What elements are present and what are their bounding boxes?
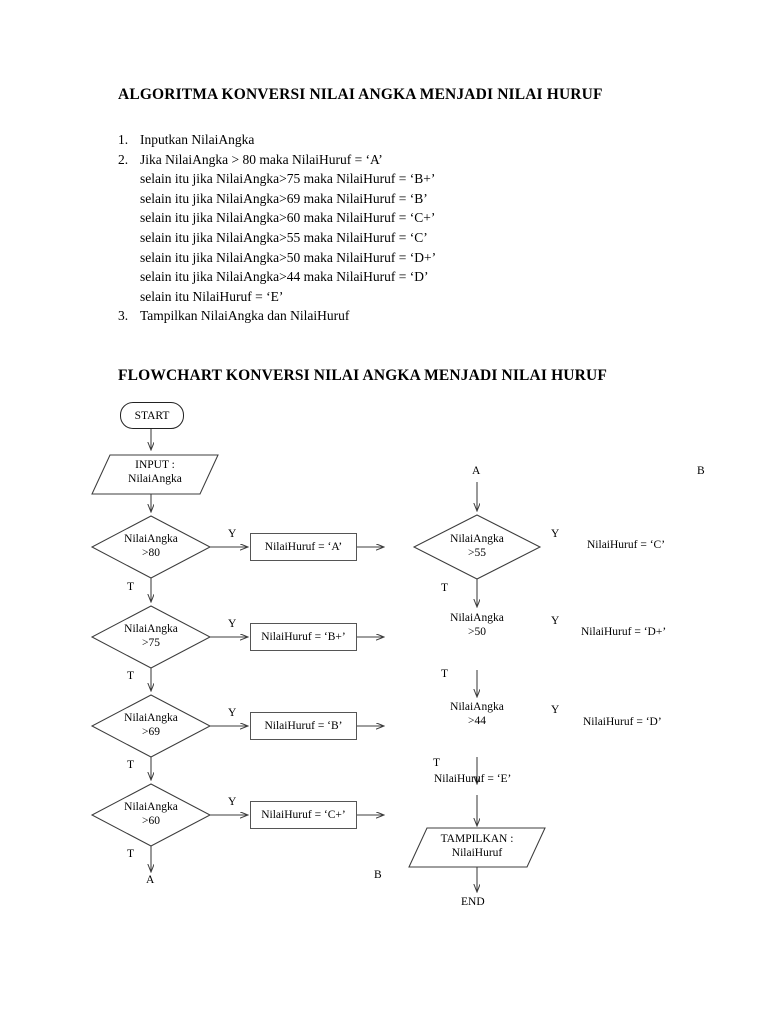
- list-item: selain itu jika NilaiAngka>75 maka Nilai…: [118, 169, 618, 189]
- no-label-gt50: T: [441, 668, 449, 680]
- list-item-number: 1.: [118, 132, 129, 147]
- list-item-number: 3.: [118, 308, 129, 324]
- list-item-text: selain itu jika NilaiAngka>50 maka Nilai…: [140, 249, 437, 265]
- page-title: ALGORITMA KONVERSI NILAI ANGKA MENJADI N…: [118, 86, 603, 103]
- no-label-gt69: T: [127, 759, 135, 771]
- decision-gt80: NilaiAngka >80: [101, 533, 201, 560]
- decision-condition: >80: [142, 546, 160, 559]
- result-nilaihuruf-d: NilaiHuruf = ‘D’: [583, 716, 662, 728]
- result-nilaihuruf-e: NilaiHuruf = ‘E’: [434, 773, 512, 785]
- decision-condition: >75: [142, 636, 160, 649]
- yes-label-gt55: Y: [551, 528, 560, 540]
- process-nilaihuruf-bplus: NilaiHuruf = ‘B+’: [250, 623, 357, 651]
- algorithm-list: 1. Inputkan NilaiAngka 2. Jika NilaiAngka …: [118, 130, 618, 326]
- process-nilaihuruf-a: NilaiHuruf = ‘A’: [250, 533, 357, 561]
- list-item-text: selain itu jika NilaiAngka>55 maka Nilai…: [140, 229, 428, 245]
- input-node-line2: NilaiAngka: [128, 472, 182, 485]
- list-item-text: selain itu jika NilaiAngka>44 maka Nilai…: [140, 269, 429, 285]
- no-label-gt55: T: [441, 582, 449, 594]
- decision-condition: >44: [468, 714, 486, 727]
- decision-variable: NilaiAngka: [124, 712, 178, 724]
- list-item-text: selain itu jika NilaiAngka>69 maka Nilai…: [140, 190, 428, 206]
- process-nilaihuruf-cplus: NilaiHuruf = ‘C+’: [250, 801, 357, 829]
- list-item-text: Inputkan NilaiAngka: [140, 132, 255, 147]
- decision-variable: NilaiAngka: [124, 801, 178, 813]
- yes-label-gt69: Y: [228, 707, 237, 719]
- end-label: END: [461, 896, 485, 908]
- no-label-gt80: T: [127, 581, 135, 593]
- decision-variable: NilaiAngka: [124, 533, 178, 545]
- decision-gt44: NilaiAngka >44: [427, 701, 527, 728]
- connector-a-target: A: [146, 874, 155, 886]
- decision-gt60: NilaiAngka >60: [101, 801, 201, 828]
- process-text: NilaiHuruf = ‘C+’: [261, 809, 346, 821]
- list-item: selain itu jika NilaiAngka>55 maka Nilai…: [118, 228, 618, 248]
- result-nilaihuruf-dplus: NilaiHuruf = ‘D+’: [581, 626, 667, 638]
- output-node-line2: NilaiHuruf: [451, 846, 503, 859]
- list-item: selain itu jika NilaiAngka>44 maka Nilai…: [118, 267, 618, 287]
- no-label-gt60: T: [127, 848, 135, 860]
- process-text: NilaiHuruf = ‘A’: [264, 541, 343, 553]
- list-item: selain itu jika NilaiAngka>69 maka Nilai…: [118, 189, 618, 209]
- list-item: selain itu jika NilaiAngka>50 maka Nilai…: [118, 248, 618, 268]
- connector-b-source: B: [697, 465, 705, 477]
- decision-gt55: NilaiAngka >55: [427, 533, 527, 560]
- connector-b-target: B: [374, 869, 382, 881]
- start-terminator: START: [120, 402, 184, 429]
- yes-label-gt44: Y: [551, 704, 560, 716]
- no-label-gt75: T: [127, 670, 135, 682]
- decision-condition: >55: [468, 546, 486, 559]
- no-label-gt44: T: [433, 757, 441, 769]
- decision-gt50: NilaiAngka >50: [427, 612, 527, 639]
- yes-label-gt75: Y: [228, 618, 237, 630]
- flowchart-title: FLOWCHART KONVERSI NILAI ANGKA MENJADI N…: [118, 367, 607, 384]
- result-nilaihuruf-c: NilaiHuruf = ‘C’: [587, 539, 666, 551]
- process-text: NilaiHuruf = ‘B’: [264, 720, 343, 732]
- decision-variable: NilaiAngka: [450, 533, 504, 545]
- input-node: INPUT : NilaiAngka: [105, 459, 205, 486]
- connector-a-source: A: [472, 465, 481, 477]
- list-item-text: Tampilkan NilaiAngka dan NilaiHuruf: [140, 308, 350, 324]
- decision-variable: NilaiAngka: [124, 623, 178, 635]
- decision-condition: >60: [142, 814, 160, 827]
- list-item: 3. Tampilkan NilaiAngka dan NilaiHuruf: [118, 306, 618, 326]
- output-node-line1: TAMPILKAN :: [440, 833, 514, 845]
- list-item: selain itu NilaiHuruf = ‘E’: [118, 287, 618, 307]
- list-item-text: selain itu NilaiHuruf = ‘E’: [140, 288, 284, 304]
- process-nilaihuruf-b: NilaiHuruf = ‘B’: [250, 712, 357, 740]
- yes-label-gt50: Y: [551, 615, 560, 627]
- output-node: TAMPILKAN : NilaiHuruf: [427, 833, 527, 860]
- yes-label-gt80: Y: [228, 528, 237, 540]
- list-item-text: Jika NilaiAngka > 80 maka NilaiHuruf = ‘…: [140, 151, 383, 167]
- list-item-number: 2.: [118, 151, 129, 167]
- decision-condition: >69: [142, 725, 160, 738]
- decision-variable: NilaiAngka: [450, 612, 504, 624]
- input-node-line1: INPUT :: [135, 459, 175, 471]
- decision-gt69: NilaiAngka >69: [101, 712, 201, 739]
- list-item-text: selain itu jika NilaiAngka>60 maka Nilai…: [140, 210, 436, 226]
- list-item: 2. Jika NilaiAngka > 80 maka NilaiHuruf =…: [118, 150, 618, 170]
- list-item: selain itu jika NilaiAngka>60 maka Nilai…: [118, 208, 618, 228]
- list-item-text: selain itu jika NilaiAngka>75 maka Nilai…: [140, 171, 436, 187]
- decision-condition: >50: [468, 625, 486, 638]
- yes-label-gt60: Y: [228, 796, 237, 808]
- list-item: 1. Inputkan NilaiAngka: [118, 130, 618, 150]
- process-text: NilaiHuruf = ‘B+’: [261, 631, 346, 643]
- decision-variable: NilaiAngka: [450, 701, 504, 713]
- start-label: START: [134, 409, 170, 422]
- decision-gt75: NilaiAngka >75: [101, 623, 201, 650]
